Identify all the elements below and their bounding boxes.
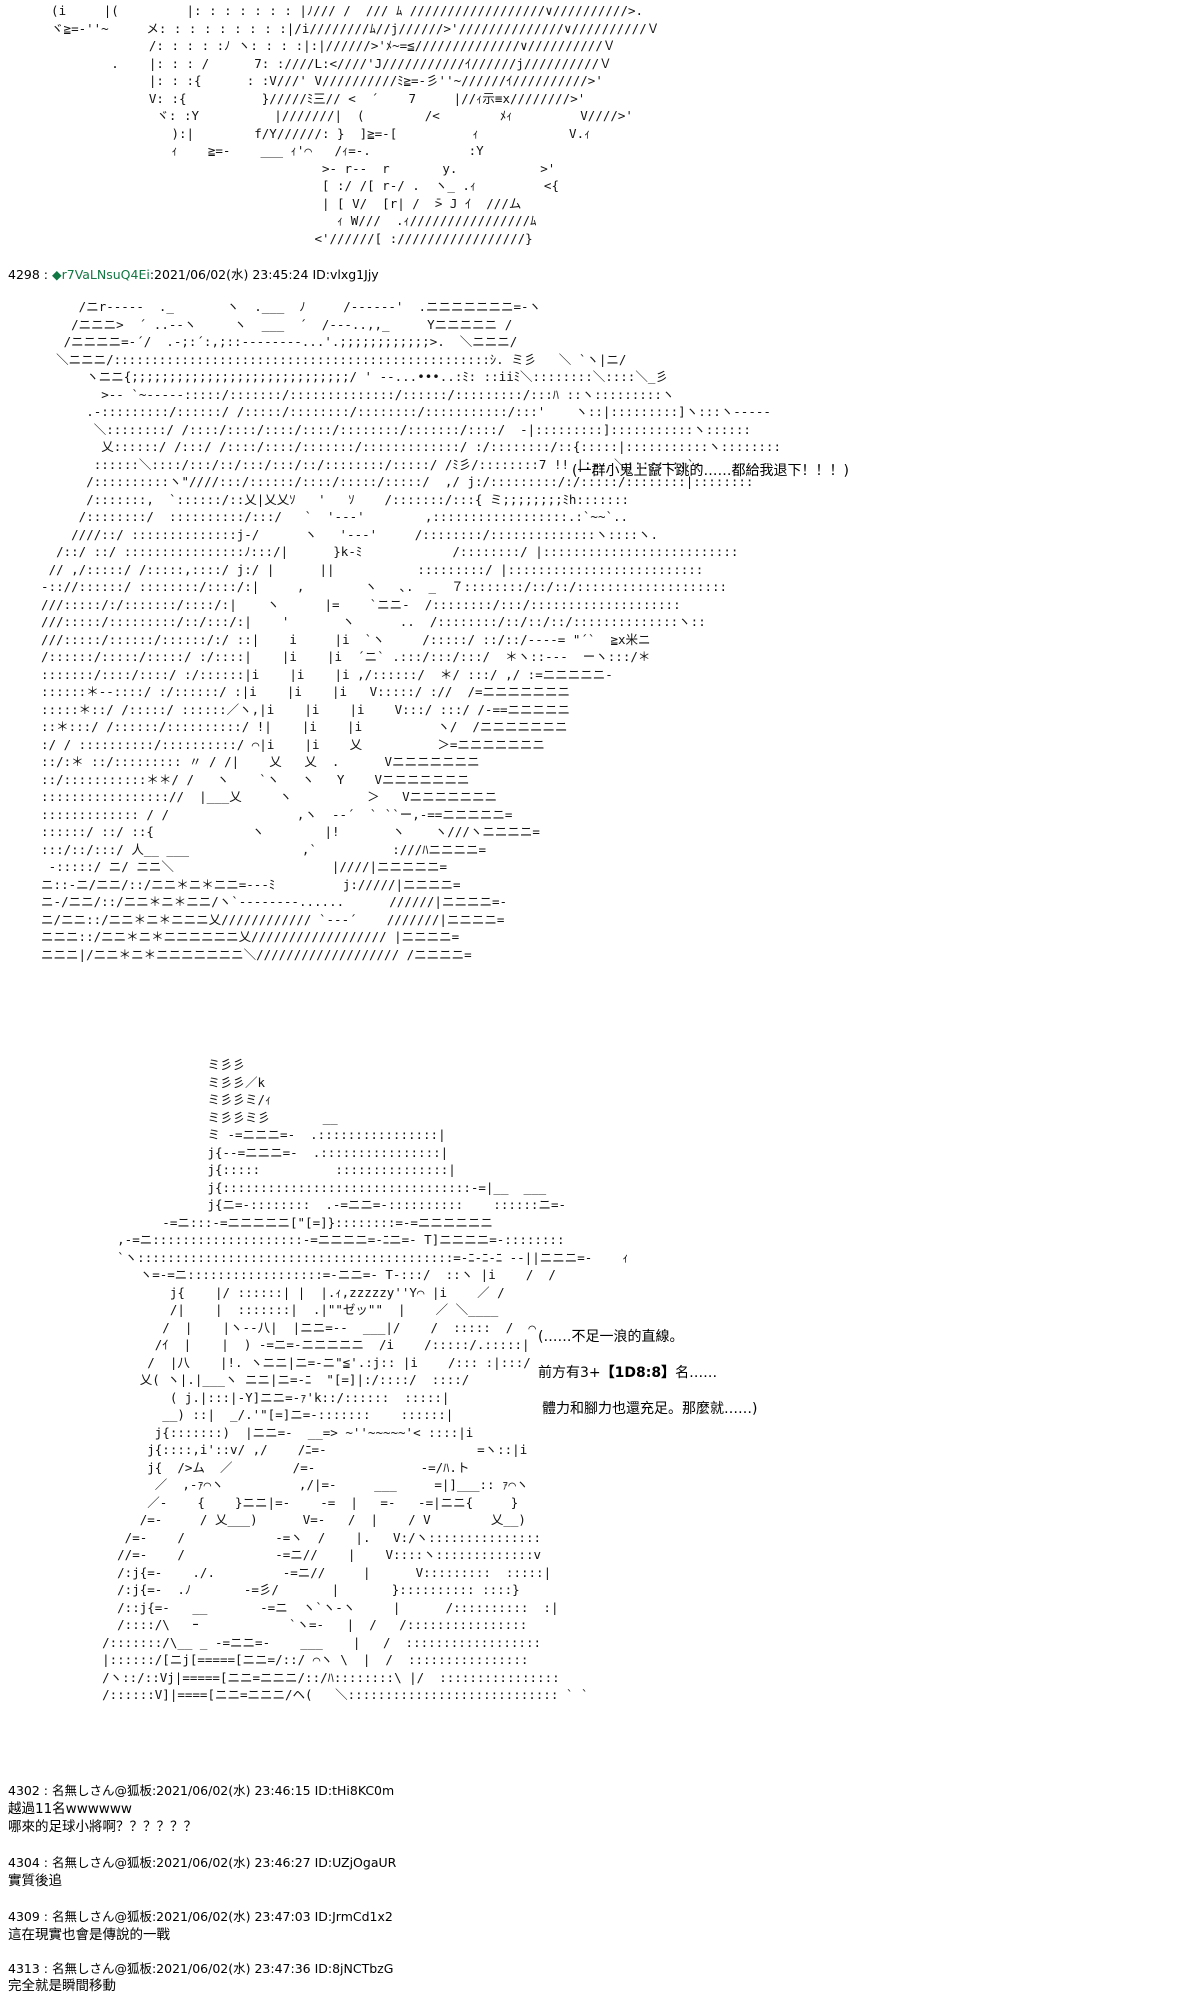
post-header-4313: 4313 : 名無しさん@狐板:2021/06/02(水) 23:47:36 I… [8,1961,394,1976]
post-id[interactable]: ID:vlxg1Jjy [312,267,379,282]
speech-text-2-line-2: 前方有3+【1D8:8】名…… [538,1364,717,1382]
speech-text-1: (一群小鬼上竄下跳的……都給我退下！！！) [572,463,849,479]
post-body-4309: 這在現實也會是傳說的一戰 [8,1927,170,1943]
post-header-4309: 4309 : 名無しさん@狐板:2021/06/02(水) 23:47:03 I… [8,1909,393,1924]
speech-text-2-line-1: (……不足一浪的直線。 [538,1329,684,1345]
post-datetime: :2021/06/02(水) 23:45:24 [149,267,309,282]
post-header-4302: 4302 : 名無しさん@狐板:2021/06/02(水) 23:46:15 I… [8,1783,395,1798]
speech-line2-suffix: 名…… [675,1365,718,1381]
ascii-art-bottom: ミ彡彡 ミ彡彡／k ミ彡彡ミ/ｨ ミ彡彡ミ彡 __ ミ -=ニニニ=- .:::… [102,1057,629,1702]
post-tripcode[interactable]: ◆r7VaLNsuQ4Ei [51,267,150,282]
post-body-4302: 越過11名wwwwww 哪來的足球小將啊？？？？？？ [8,1801,197,1835]
ascii-art-top: (i |( |: : : : : : : |ﾉ/// / /// ﾑ /////… [51,3,660,246]
post-separator: : [39,267,52,282]
speech-line2-prefix: 前方有3+ [538,1365,601,1381]
dice-roll: 【1D8:8】 [600,1365,676,1381]
post-body-4304: 實質後追 [8,1873,62,1889]
ascii-art-middle: /ニr----- ._ ヽ .___ ﾉ /------' .ニニニニニニニ=-… [41,299,781,962]
speech-text-2-line-3: 體力和腳力也還充足。那麼就……) [542,1401,758,1417]
post-header-4304: 4304 : 名無しさん@狐板:2021/06/02(水) 23:46:27 I… [8,1855,397,1870]
post-number: 4298 [8,267,40,282]
post-header-4298: 4298 : ◆r7VaLNsuQ4Ei:2021/06/02(水) 23:45… [8,266,379,284]
post-body-4313: 完全就是瞬間移動 [8,1978,116,1994]
